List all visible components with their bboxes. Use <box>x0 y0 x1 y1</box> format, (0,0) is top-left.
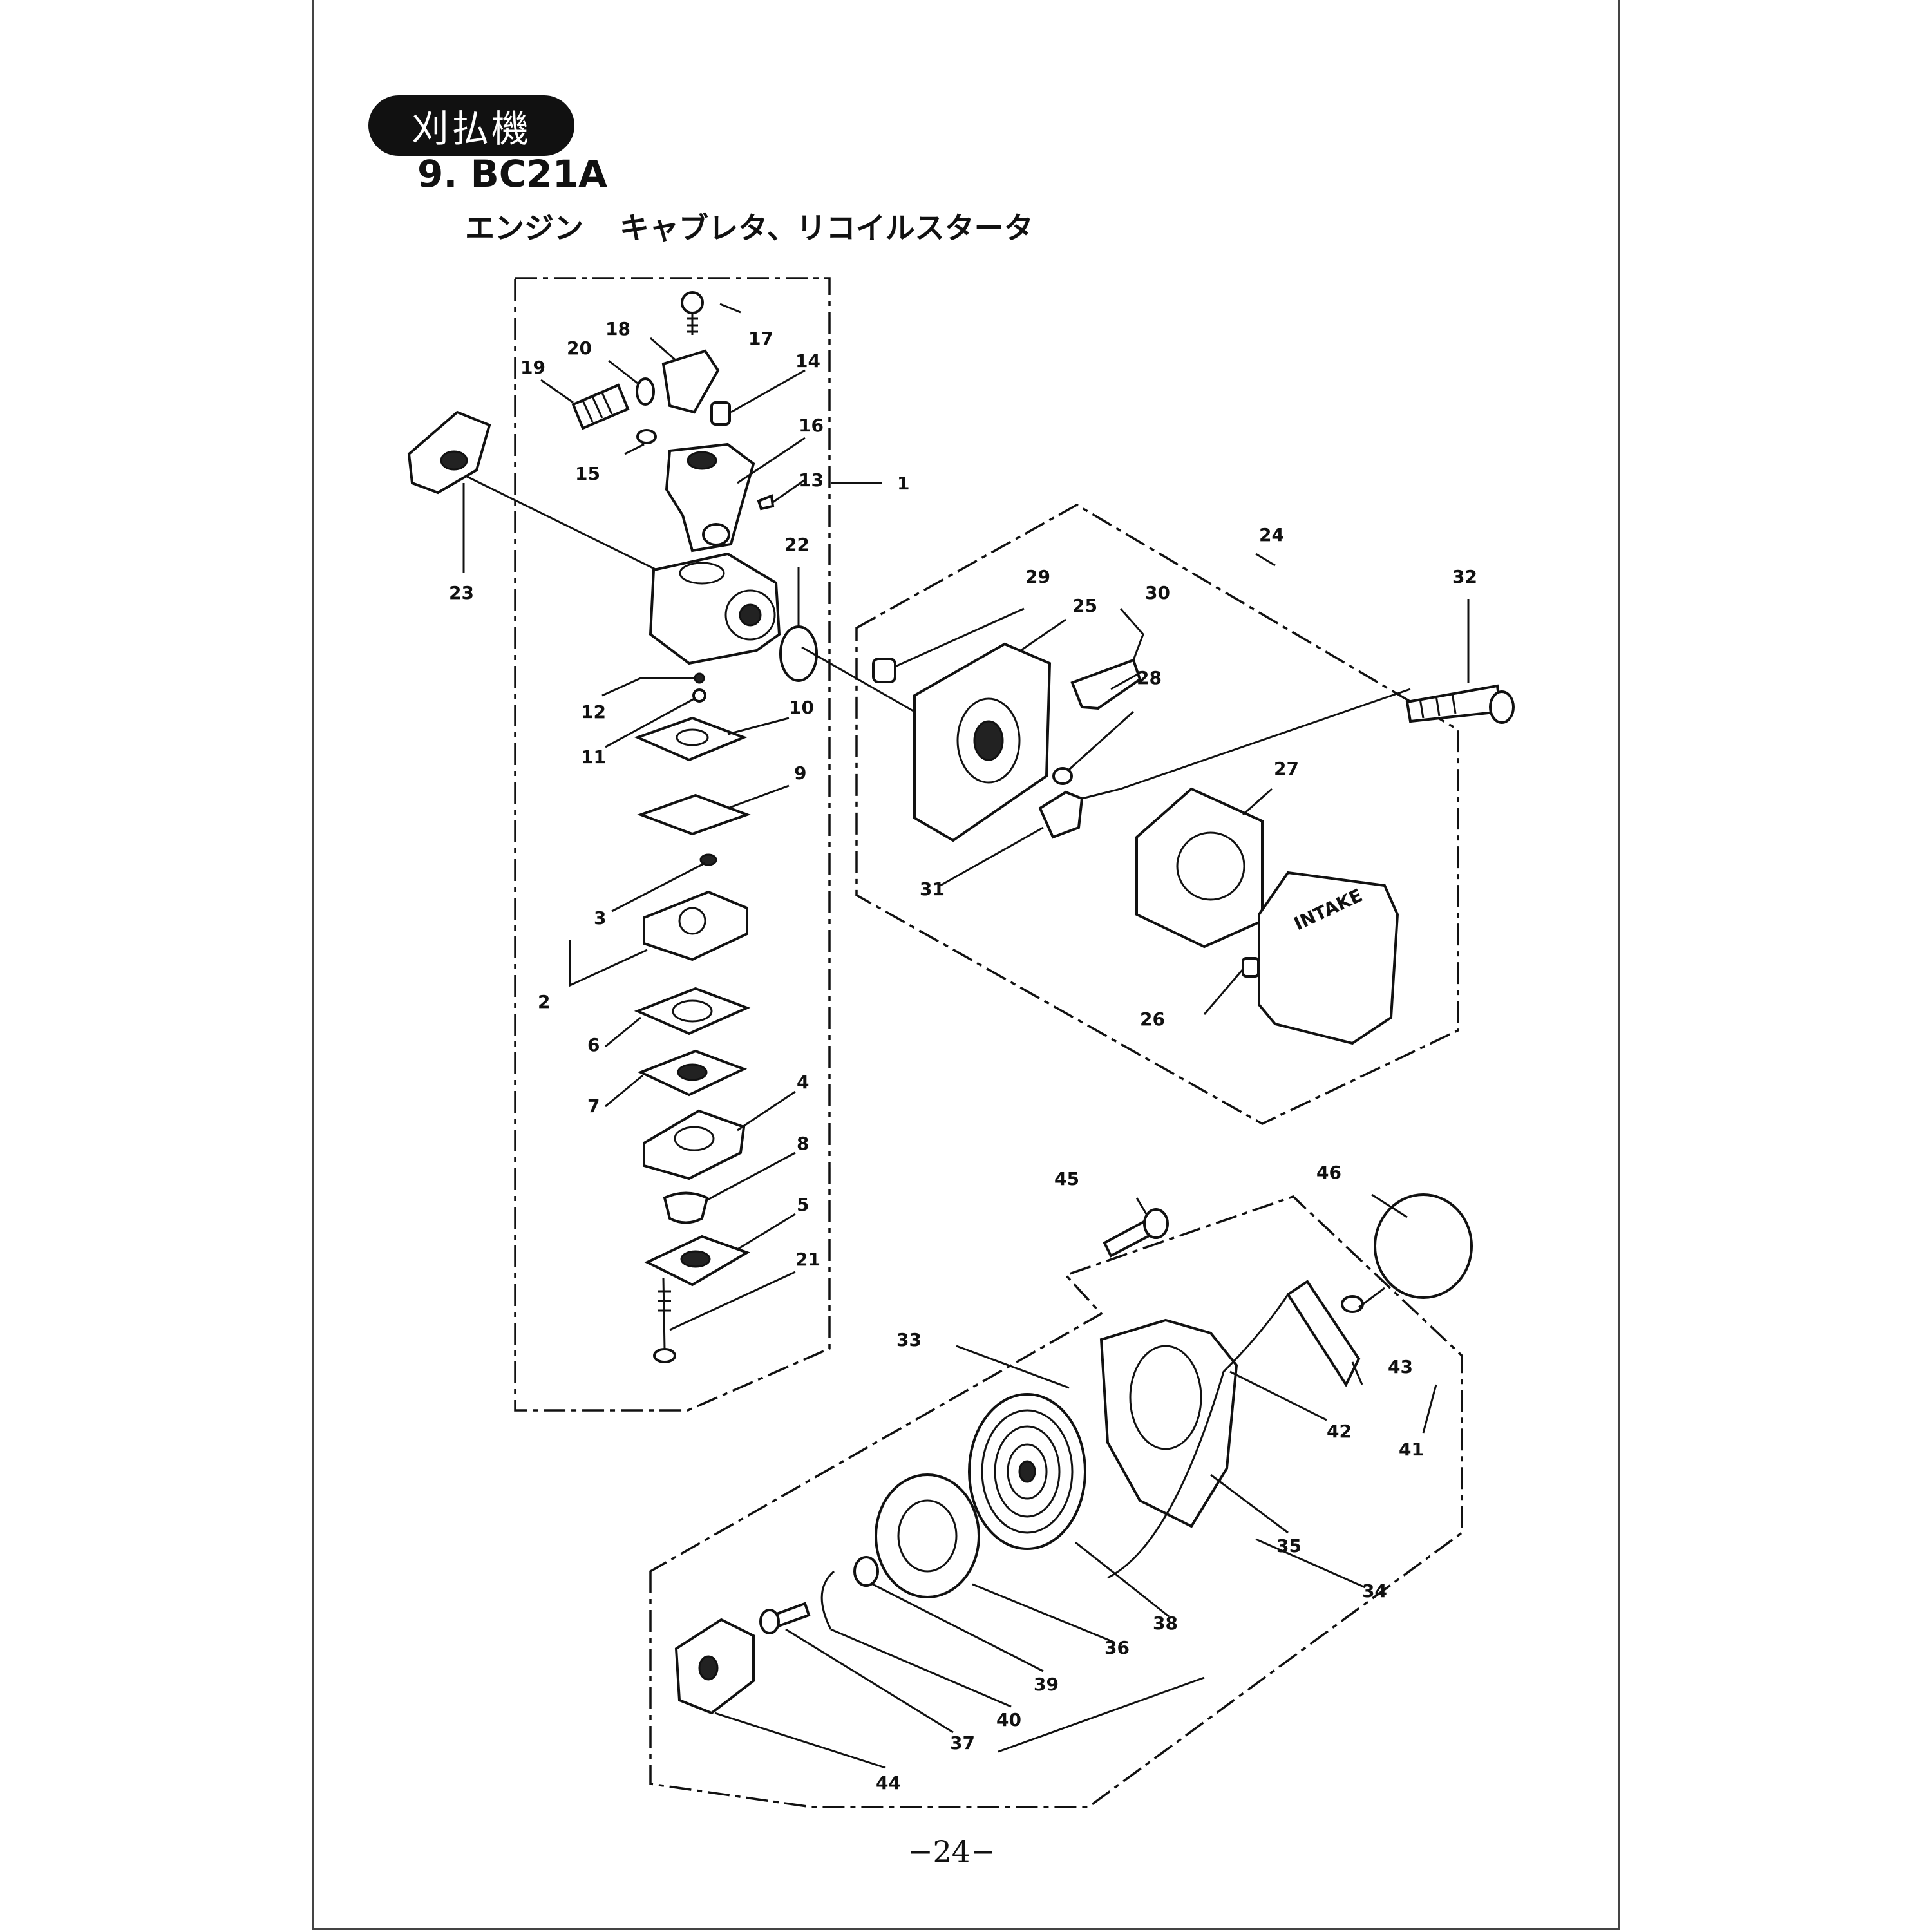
part-12 <box>694 672 705 684</box>
label-14: 14 <box>795 350 820 372</box>
label-33: 33 <box>896 1329 922 1350</box>
part-21-screw <box>662 1278 666 1350</box>
label-9: 9 <box>794 762 806 784</box>
section-subtitle: キャブレタ、リコイルスタータ <box>620 211 1034 245</box>
label-7: 7 <box>587 1095 600 1117</box>
label-37: 37 <box>950 1732 975 1754</box>
part-10-gasket <box>634 716 748 762</box>
part-31-choke-plate <box>1038 790 1084 839</box>
label-21: 21 <box>795 1249 820 1270</box>
part-16-throttle <box>665 442 755 553</box>
label-20: 20 <box>567 337 592 359</box>
part-28-ring <box>1052 767 1073 785</box>
part-40-clip <box>820 1570 835 1630</box>
label-1: 1 <box>897 473 909 494</box>
label-26: 26 <box>1140 1009 1165 1030</box>
part-39-spring <box>853 1556 879 1587</box>
part-2-pump-body <box>643 890 748 961</box>
part-15-nut <box>636 429 657 444</box>
label-13: 13 <box>799 469 824 491</box>
part-4-cover <box>643 1109 746 1180</box>
label-43: 43 <box>1388 1356 1413 1378</box>
category-badge: 刈払機 <box>368 95 574 156</box>
label-18: 18 <box>605 318 630 339</box>
part-8-primer-bulb <box>663 1191 709 1224</box>
part-38-reel <box>875 1473 980 1598</box>
label-28: 28 <box>1137 667 1162 688</box>
part-29-bushing <box>872 658 896 683</box>
label-24: 24 <box>1259 524 1284 545</box>
recoil-starter-group-boundary <box>649 1195 1463 1808</box>
part-46-disc <box>1374 1193 1473 1299</box>
label-41: 41 <box>1399 1439 1424 1460</box>
part-18-bracket <box>661 349 720 414</box>
carburetor-parts <box>407 291 818 1363</box>
label-12: 12 <box>581 701 606 723</box>
label-46: 46 <box>1316 1162 1341 1183</box>
label-5: 5 <box>797 1194 809 1215</box>
label-6: 6 <box>587 1034 600 1056</box>
part-labels: 17 18 19 20 14 15 16 13 1 22 23 12 11 10… <box>449 318 1477 1794</box>
part-13-clip <box>757 494 775 511</box>
part-11 <box>692 688 706 703</box>
section-title: エンジン <box>465 211 583 245</box>
label-15: 15 <box>575 463 600 484</box>
part-30-lever <box>1070 658 1142 710</box>
label-11: 11 <box>581 746 606 768</box>
label-27: 27 <box>1274 758 1299 779</box>
page-border <box>312 0 1620 1930</box>
label-19: 19 <box>520 357 545 378</box>
label-44: 44 <box>876 1772 901 1794</box>
label-32: 32 <box>1452 566 1477 587</box>
label-38: 38 <box>1153 1613 1178 1634</box>
model-title: 9. BC21A <box>417 152 607 196</box>
label-17: 17 <box>748 328 773 349</box>
recoil-starter-parts <box>674 1193 1473 1715</box>
label-10: 10 <box>789 697 814 718</box>
label-16: 16 <box>799 415 824 436</box>
carburetor-group-boundary <box>514 277 831 1412</box>
carburetor-body <box>649 552 781 665</box>
part-14-cap <box>710 401 731 426</box>
label-42: 42 <box>1327 1421 1352 1442</box>
label-25: 25 <box>1072 595 1097 616</box>
part-42-handle <box>1286 1280 1361 1388</box>
label-31: 31 <box>920 878 945 900</box>
leader-lines <box>462 303 1470 1769</box>
label-36: 36 <box>1104 1637 1130 1658</box>
label-35: 35 <box>1276 1535 1302 1557</box>
label-39: 39 <box>1034 1674 1059 1695</box>
part-20-washer <box>636 377 655 406</box>
section-heading: エンジン キャブレタ、リコイルスタータ <box>465 205 1034 247</box>
part-34-starter-case <box>1099 1318 1238 1528</box>
label-34: 34 <box>1362 1580 1387 1602</box>
label-4: 4 <box>797 1072 809 1093</box>
label-23: 23 <box>449 582 474 603</box>
label-45: 45 <box>1054 1168 1079 1189</box>
part-43-ring <box>1341 1295 1364 1313</box>
part-41-rope <box>1107 1294 1289 1579</box>
label-22: 22 <box>784 534 810 555</box>
label-29: 29 <box>1025 566 1050 587</box>
part-19-adjuster <box>571 383 630 430</box>
cleaner-cover <box>1258 871 1399 1045</box>
part-9-plate <box>637 793 751 836</box>
part-6-gasket <box>634 987 751 1036</box>
label-3: 3 <box>594 907 606 929</box>
part-26-knob <box>1242 957 1260 978</box>
page-number: −24− <box>908 1834 996 1869</box>
part-17-screw-head <box>681 291 704 314</box>
air-cleaner-parts: INTAKE <box>872 608 1515 1045</box>
air-cleaner-group-boundary <box>855 503 1459 1125</box>
label-2: 2 <box>538 991 550 1012</box>
label-30: 30 <box>1145 582 1170 603</box>
label-40: 40 <box>996 1709 1021 1730</box>
label-8: 8 <box>797 1133 809 1154</box>
